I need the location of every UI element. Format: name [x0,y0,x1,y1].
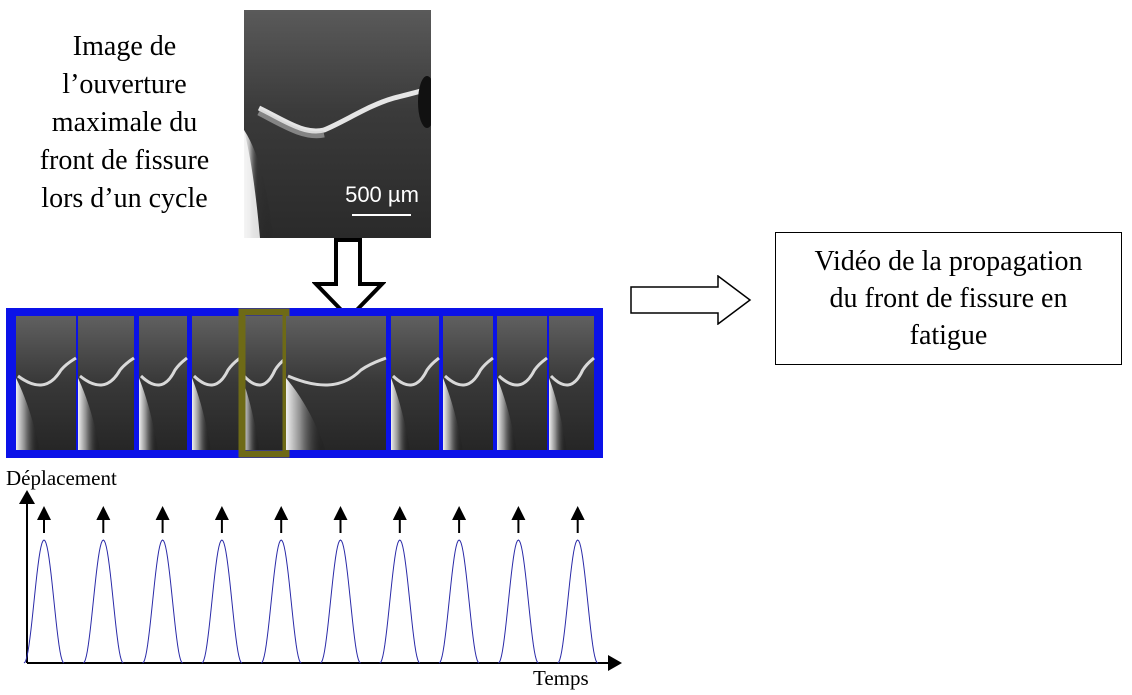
signal-peak [557,539,599,664]
signal-peak [379,539,421,664]
capture-arrowhead-icon [37,506,51,520]
capture-arrowhead-icon [570,506,585,520]
signal-peak [23,539,65,664]
capture-arrowhead-icon [392,506,407,520]
signal-peak [82,539,124,664]
caption-line: maximale du [51,107,198,138]
video-frame [549,316,595,450]
video-box: Vidéo de la propagation du front de fiss… [775,232,1122,365]
capture-arrowhead-icon [511,506,526,520]
video-frame [391,316,440,450]
video-frame [139,316,188,450]
signal-peak [320,539,361,664]
caption-line: l’ouverture [62,69,187,100]
signal-peak [260,539,302,664]
capture-arrowhead-icon [333,506,348,520]
capture-arrowhead-icon [274,506,289,520]
capture-arrowhead-icon [155,506,170,520]
video-frame [497,316,548,450]
signal-peak [201,539,243,664]
capture-arrowhead-icon [214,506,229,520]
video-frame [192,316,241,450]
frame-strip [6,308,603,458]
video-frame [286,316,387,450]
video-box-line: Vidéo de la propagation [814,246,1083,277]
crack-front-image [244,10,431,238]
highlighted-frame [238,308,290,458]
axis-y-label: Déplacement [6,466,117,490]
x-axis-arrowhead [608,655,622,671]
right-arrow-icon [630,275,752,325]
caption-line: front de fissure [39,145,210,176]
displacement-signal [19,490,622,671]
signal-peak [438,539,480,664]
caption: Image de l’ouverture maximale du front d… [22,28,227,218]
axis-x-label: Temps [533,666,589,690]
capture-arrowhead-icon [96,506,111,520]
video-frame [443,316,494,450]
video-box-line: du front de fissure en [829,283,1068,314]
capture-arrowhead-icon [452,506,467,520]
y-axis-arrowhead [19,490,35,504]
caption-line: Image de [72,31,177,62]
caption-line: lors d’un cycle [41,183,208,214]
scale-bar [352,214,411,216]
scale-bar-label: 500 µm [345,182,419,207]
video-frame [16,316,77,450]
video-frame [78,316,135,450]
signal-peak [142,539,183,664]
signal-peak [498,539,539,664]
video-box-line: fatigue [909,320,988,351]
down-arrow-icon [312,238,386,320]
